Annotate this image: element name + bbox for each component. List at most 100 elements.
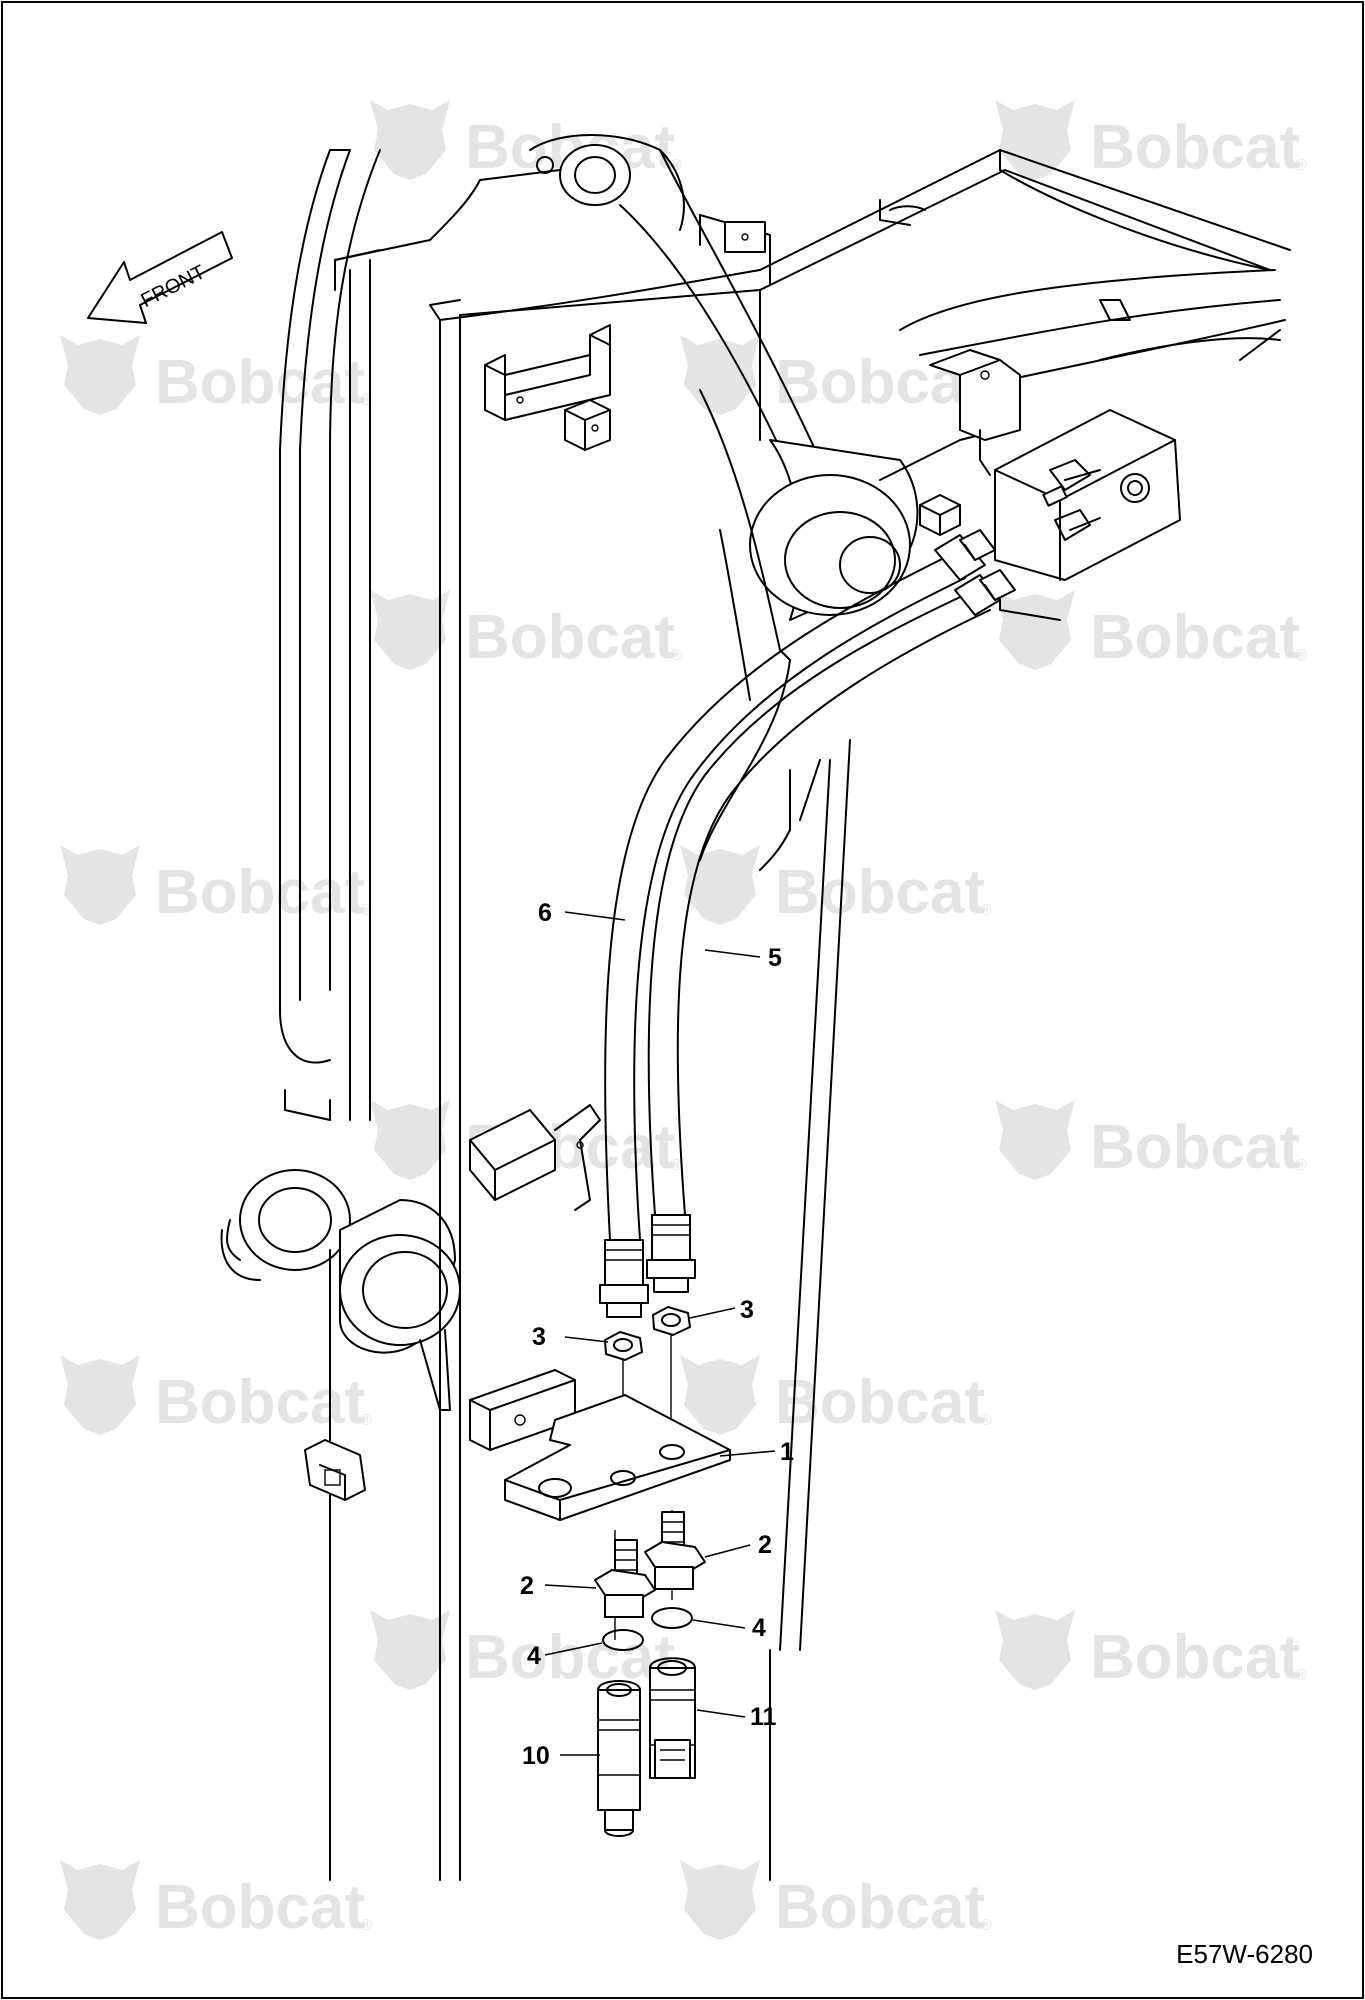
bobcat-logo-icon (370, 1100, 450, 1180)
bobcat-logo-icon (995, 100, 1075, 180)
watermark-registered: ® (1295, 157, 1307, 174)
quick-coupler-item-11 (649, 1657, 696, 1779)
bobcat-logo-icon (370, 590, 450, 670)
bobcat-logo-icon (60, 335, 140, 415)
watermark-text: Bobcat (775, 1368, 985, 1437)
bobcat-logo-icon (995, 590, 1075, 670)
boom-foot-pivot (749, 429, 1001, 621)
callout-4-right: 4 (752, 1614, 766, 1642)
bracket-u-top (484, 324, 611, 421)
hose-bottom-fittings (599, 1214, 696, 1318)
bobcat-logo-icon (680, 1355, 760, 1435)
boom-pivot-right (339, 1199, 461, 1411)
watermark-text: Bobcat (465, 603, 675, 672)
callout-10: 10 (522, 1742, 550, 1770)
watermark-tile: Bobcat® (370, 590, 682, 672)
callout-2-left: 2 (520, 1572, 534, 1600)
watermark-registered: ® (360, 1917, 372, 1934)
callout-11: 11 (750, 1703, 777, 1731)
watermark-text: Bobcat (155, 1873, 365, 1942)
bobcat-logo-icon (680, 335, 760, 415)
watermark-tile: Bobcat® (680, 1355, 992, 1437)
watermark-text: Bobcat (465, 1623, 675, 1692)
hose-6 (604, 554, 966, 1241)
bracket-small-block (564, 399, 611, 451)
boom-right-beam (759, 149, 1291, 441)
callout-6: 6 (538, 899, 552, 927)
watermark-tile: Bobcat® (370, 1610, 682, 1692)
bobcat-logo-icon (680, 1860, 760, 1940)
watermark-tile: Bobcat® (60, 1860, 372, 1942)
bobcat-logo-icon (995, 1610, 1075, 1690)
callout-3-right: 3 (740, 1296, 754, 1324)
hose-manifold-bracket (994, 409, 1181, 621)
watermark-tile: Bobcat® (680, 845, 992, 927)
watermark-registered: ® (1295, 1157, 1307, 1174)
adapter-item-2-right (644, 1511, 706, 1590)
hose-top-fittings (934, 529, 1016, 616)
arm-inner-contour (699, 389, 851, 1881)
bobcat-logo-icon (60, 1355, 140, 1435)
watermark-tile: Bobcat® (995, 1610, 1307, 1692)
front-direction-arrow: FRONT (87, 231, 233, 324)
hose-5 (647, 589, 991, 1216)
bobcat-logo-icon (60, 1860, 140, 1940)
callout-4-left: 4 (527, 1642, 541, 1670)
clip-left-lower (304, 1439, 366, 1501)
watermark-registered: ® (980, 902, 992, 919)
watermark-registered: ® (1295, 1667, 1307, 1684)
watermark-text: Bobcat (1090, 1623, 1300, 1692)
callout-labels: 6 5 3 3 1 2 2 4 4 11 10 (520, 899, 794, 1770)
callout-3-left: 3 (532, 1323, 546, 1351)
watermark-tile: Bobcat® (60, 335, 372, 417)
upper-clamp-block (929, 349, 1021, 476)
watermark-text: Bobcat (1090, 1113, 1300, 1182)
watermark-tile: Bobcat® (60, 845, 372, 927)
boom-left-arm (220, 149, 381, 1281)
watermark-tile: Bobcat® (995, 590, 1307, 672)
watermark-text: Bobcat (1090, 113, 1300, 182)
boom-pivot-left (239, 1169, 351, 1271)
watermark-text: Bobcat (1090, 603, 1300, 672)
callout-2-right: 2 (758, 1531, 772, 1559)
bobcat-logo-icon (995, 1100, 1075, 1180)
arm-upper-structure (334, 134, 821, 471)
drawing-number: E57W-6280 (1176, 1939, 1313, 1969)
bracket-mid-pair (469, 1104, 601, 1211)
nut-item-3-right (652, 1306, 691, 1336)
watermark-text: Bobcat (155, 1368, 365, 1437)
watermark-text: Bobcat (775, 1873, 985, 1942)
watermark-tile: Bobcat® (680, 1860, 992, 1942)
watermark-layer: Bobcat®Bobcat®Bobcat®Bobcat®Bobcat®Bobca… (60, 100, 1307, 1942)
o-ring-item-4-left (602, 1629, 644, 1651)
watermark-tile: Bobcat® (995, 100, 1307, 182)
watermark-tile: Bobcat® (370, 100, 682, 182)
watermark-registered: ® (670, 157, 682, 174)
callout-1: 1 (780, 1438, 794, 1466)
watermark-registered: ® (980, 1412, 992, 1429)
watermark-registered: ® (980, 1917, 992, 1934)
bobcat-logo-icon (680, 845, 760, 925)
nut-item-3-left (604, 1331, 643, 1361)
arm-main-plate (329, 249, 761, 1881)
watermark-text: Bobcat (775, 858, 985, 927)
o-ring-item-4-right (651, 1607, 693, 1629)
watermark-text: Bobcat (155, 858, 365, 927)
bobcat-logo-icon (370, 1610, 450, 1690)
watermark-registered: ® (1295, 647, 1307, 664)
callout-5: 5 (768, 944, 782, 972)
small-block-pivot (919, 494, 961, 536)
watermark-tile: Bobcat® (60, 1355, 372, 1437)
watermark-registered: ® (670, 1157, 682, 1174)
bobcat-logo-icon (60, 845, 140, 925)
callout-leaders (544, 911, 776, 1756)
bobcat-logo-icon (370, 100, 450, 180)
quick-coupler-item-10 (597, 1680, 641, 1837)
watermark-registered: ® (360, 1412, 372, 1429)
watermark-registered: ® (670, 647, 682, 664)
bracket-plate-item-1 (504, 1394, 731, 1521)
watermark-tile: Bobcat® (995, 1100, 1307, 1182)
adapter-item-2-left (594, 1539, 656, 1618)
